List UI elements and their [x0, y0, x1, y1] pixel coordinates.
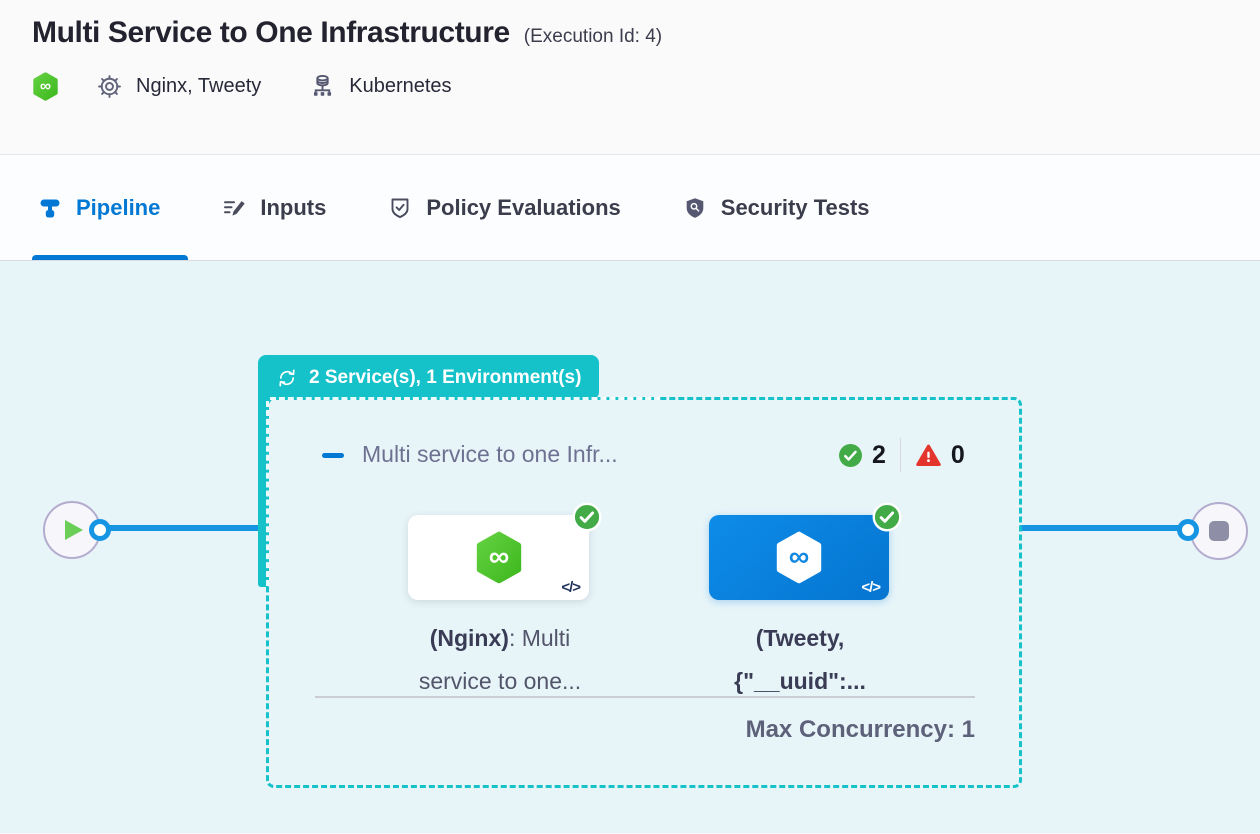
infrastructure-icon — [309, 73, 336, 100]
svg-text:∞: ∞ — [789, 541, 810, 573]
service-name: (Nginx) — [429, 625, 509, 651]
service-hexagon-icon: ∞ — [776, 531, 822, 584]
max-concurrency-label: Max Concurrency: 1 — [745, 716, 975, 743]
inputs-icon — [222, 196, 246, 220]
tab-pipeline[interactable]: Pipeline — [31, 155, 189, 260]
service-card-tweety[interactable]: ∞ </> — [709, 502, 902, 600]
stage-box-dash-overlay-top — [270, 397, 660, 400]
execution-id: (Execution Id: 4) — [523, 26, 663, 47]
tab-inputs-label: Inputs — [260, 194, 327, 220]
svg-text:∞: ∞ — [40, 78, 51, 95]
stage-title[interactable]: Multi service to one Infr... — [362, 441, 618, 467]
execution-header: Multi Service to One Infrastructure (Exe… — [0, 0, 1260, 155]
service-hexagon-icon: ∞ — [476, 531, 521, 584]
stop-icon — [1209, 521, 1229, 541]
status-divider — [899, 438, 901, 472]
tab-pipeline-label: Pipeline — [76, 194, 161, 220]
failed-count: 0 — [950, 440, 965, 469]
shield-search-icon — [683, 196, 707, 220]
tab-inputs[interactable]: Inputs — [222, 155, 326, 260]
service-label-nginx: (Nginx): Multi service to one... — [390, 617, 610, 703]
tab-policy-evaluations-label: Policy Evaluations — [426, 194, 621, 220]
page-title: Multi Service to One Infrastructure — [32, 16, 510, 49]
harness-service-icon: ∞ — [32, 72, 59, 101]
check-circle-icon — [572, 502, 602, 532]
code-icon: </> — [561, 579, 581, 596]
loop-icon — [276, 367, 298, 389]
service-description: : Multi — [508, 625, 571, 651]
code-icon: </> — [861, 579, 881, 596]
stage-box-dash-overlay-left — [266, 401, 269, 586]
success-check-icon — [838, 443, 863, 468]
service-label-tweety: (Tweety, {"__uuid":... — [690, 617, 910, 703]
pipeline-end-node — [1190, 502, 1248, 560]
stage-status: 2 0 — [838, 438, 965, 472]
gear-icon — [96, 73, 123, 100]
check-circle-icon — [872, 502, 902, 532]
execution-meta-row: ∞ Nginx, Tweety — [32, 72, 1236, 101]
collapse-icon[interactable] — [322, 453, 344, 458]
tab-security-tests-label: Security Tests — [720, 194, 870, 220]
stage-group-badge-label: 2 Service(s), 1 Environment(s) — [309, 366, 582, 388]
stage-group-badge[interactable]: 2 Service(s), 1 Environment(s) — [258, 355, 600, 400]
play-icon — [65, 520, 83, 540]
service-description-line2: service to one... — [418, 668, 582, 694]
service-name: (Tweety, — [755, 625, 845, 651]
stage-group-bar — [258, 399, 269, 587]
pipeline-canvas[interactable]: 2 Service(s), 1 Environment(s) Multi ser… — [0, 261, 1260, 833]
svg-text:∞: ∞ — [488, 541, 509, 573]
service-description-line2: {"__uuid":... — [734, 668, 866, 694]
stage-footer-divider — [315, 696, 975, 698]
infrastructure-label: Kubernetes — [349, 75, 452, 97]
title-row: Multi Service to One Infrastructure (Exe… — [32, 16, 1236, 50]
pipeline-icon — [38, 196, 62, 220]
tab-security-tests[interactable]: Security Tests — [683, 155, 870, 260]
start-node-port — [89, 519, 111, 541]
failed-warning-icon — [915, 442, 942, 469]
edge-line-end — [1020, 525, 1190, 531]
tab-bar: Pipeline Inputs Policy Evaluations — [0, 155, 1260, 261]
tab-policy-evaluations[interactable]: Policy Evaluations — [388, 155, 621, 260]
end-node-port — [1177, 519, 1199, 541]
shield-check-icon — [388, 196, 412, 220]
services-label: Nginx, Tweety — [136, 75, 262, 97]
edge-line-start — [100, 525, 261, 531]
service-card-nginx[interactable]: ∞ </> — [408, 502, 602, 600]
success-count: 2 — [872, 440, 886, 469]
